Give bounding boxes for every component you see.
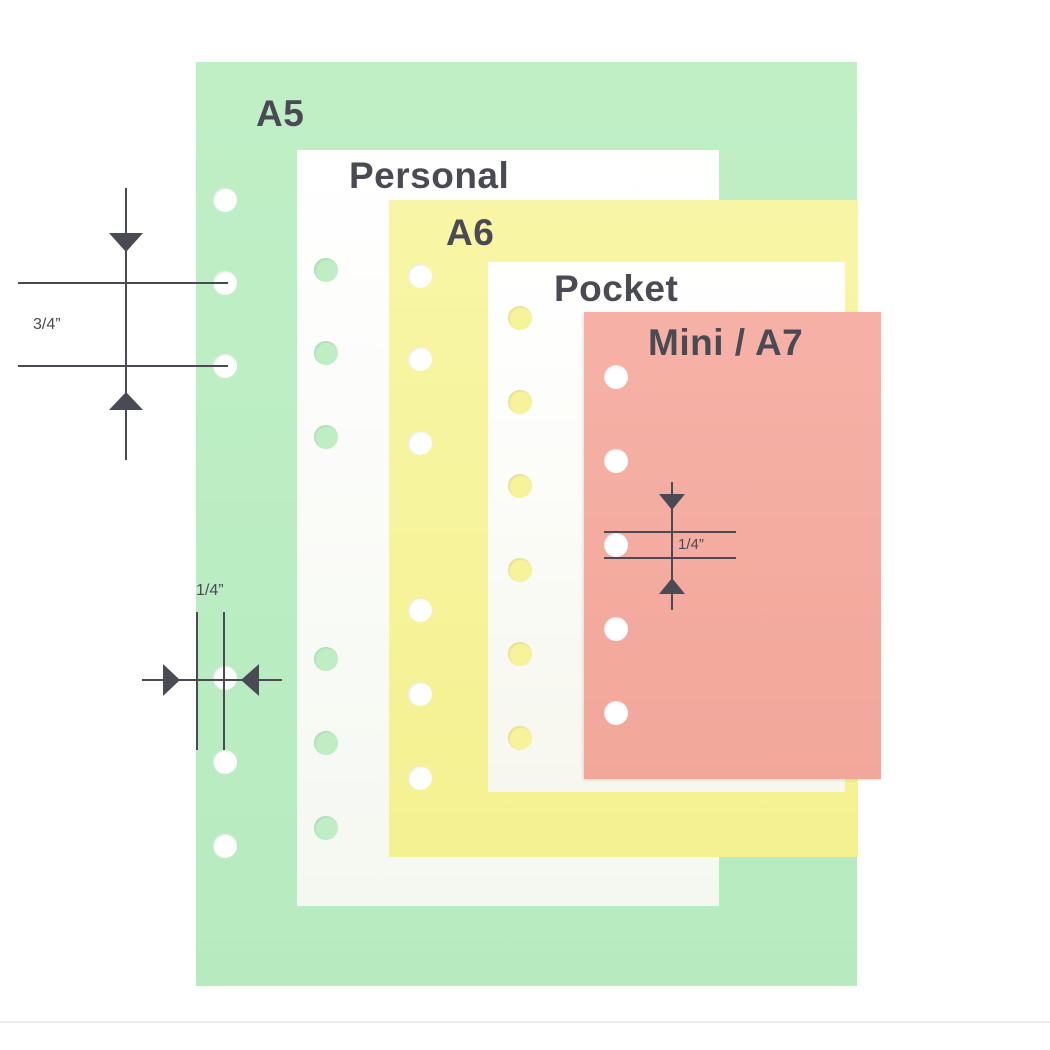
mini-hole <box>604 533 628 557</box>
arrow-left-icon <box>241 664 259 696</box>
mini-hole <box>604 449 628 473</box>
a6-hole <box>408 347 432 371</box>
pocket-hole <box>508 558 532 582</box>
hole-diameter-label: 1/4” <box>196 582 224 599</box>
personal-hole <box>314 731 338 755</box>
sheet-label-personal: Personal <box>349 155 510 196</box>
arrow-down-icon <box>659 494 685 510</box>
bottom-divider <box>0 1021 1050 1023</box>
pocket-hole <box>508 306 532 330</box>
a5-hole <box>213 834 237 858</box>
sheet-mini-a7: Mini / A7 <box>584 312 881 779</box>
pocket-hole <box>508 390 532 414</box>
arrow-right-icon <box>163 664 180 696</box>
sheet-label-mini-a7: Mini / A7 <box>648 322 804 363</box>
pocket-hole <box>508 474 532 498</box>
mini-hole-diameter-label: 1/4” <box>678 536 704 553</box>
mini-hole <box>604 617 628 641</box>
personal-hole <box>314 425 338 449</box>
sheet-label-a6: A6 <box>446 212 495 253</box>
personal-hole <box>314 647 338 671</box>
mini-hole <box>604 701 628 725</box>
pocket-hole <box>508 642 532 666</box>
sheet-label-a5: A5 <box>256 93 305 134</box>
pocket-hole <box>508 726 532 750</box>
arrow-up-icon <box>659 578 685 594</box>
arrow-up-icon <box>109 392 143 410</box>
a6-hole <box>408 682 432 706</box>
a5-hole <box>213 188 237 212</box>
a6-hole <box>408 598 432 622</box>
a6-hole <box>408 264 432 288</box>
personal-hole <box>314 258 338 282</box>
a5-hole <box>213 750 237 774</box>
sheet-label-pocket: Pocket <box>554 268 679 309</box>
personal-hole <box>314 341 338 365</box>
mini-hole <box>604 365 628 389</box>
arrow-down-icon <box>109 233 143 252</box>
a6-hole <box>408 431 432 455</box>
a6-hole <box>408 766 432 790</box>
personal-hole <box>314 816 338 840</box>
hole-spacing-label: 3/4” <box>33 316 61 333</box>
